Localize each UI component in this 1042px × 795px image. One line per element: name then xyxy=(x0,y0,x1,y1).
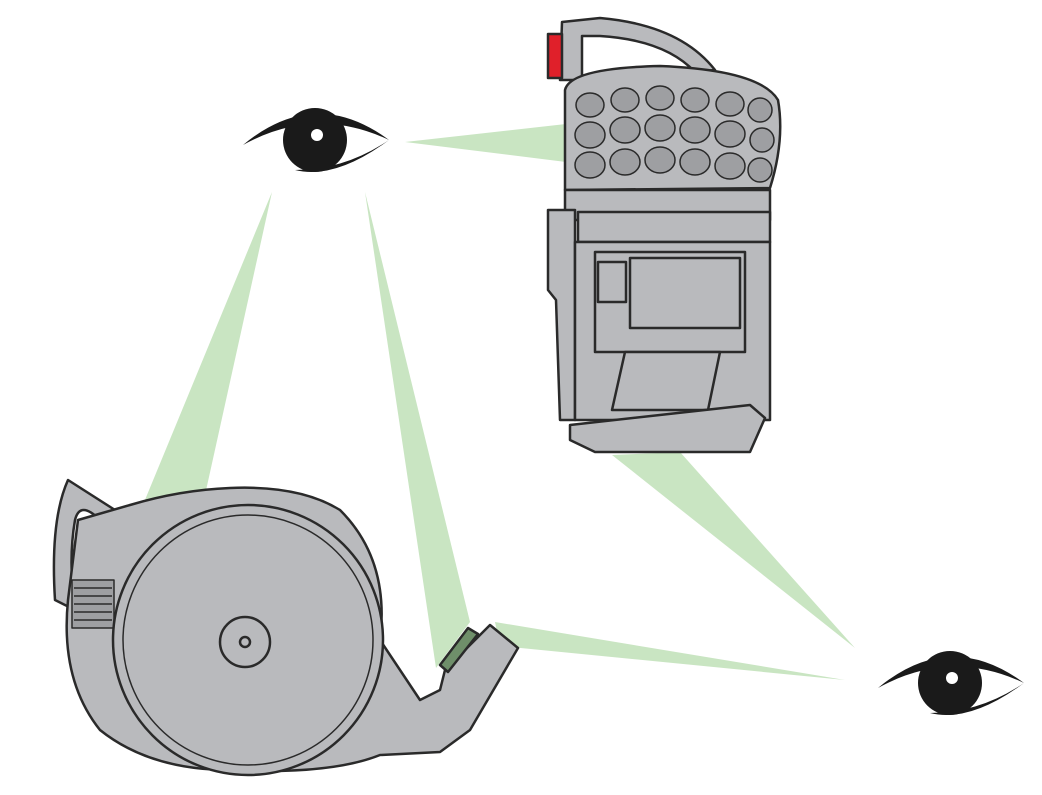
vacuum-body xyxy=(52,478,520,777)
beam-eye-to-cyclone xyxy=(405,124,566,162)
bin-shroud-base xyxy=(610,350,722,412)
beam-inlet-to-eye xyxy=(495,622,845,680)
sight-beams xyxy=(140,124,855,680)
beam-eye-to-inlet xyxy=(365,192,470,668)
cyclone-bin-assembly xyxy=(546,16,782,454)
bin-side-rail xyxy=(546,208,577,422)
release-catch xyxy=(546,32,564,80)
beam-bin-base-to-eye xyxy=(612,452,855,648)
eye-icon xyxy=(243,108,389,172)
wheel-hub-center xyxy=(238,635,252,649)
bin-base-flap xyxy=(568,403,767,454)
eye-icon xyxy=(878,651,1024,715)
beam-eye-to-body-top xyxy=(140,192,272,512)
inlet-seal xyxy=(438,626,480,674)
